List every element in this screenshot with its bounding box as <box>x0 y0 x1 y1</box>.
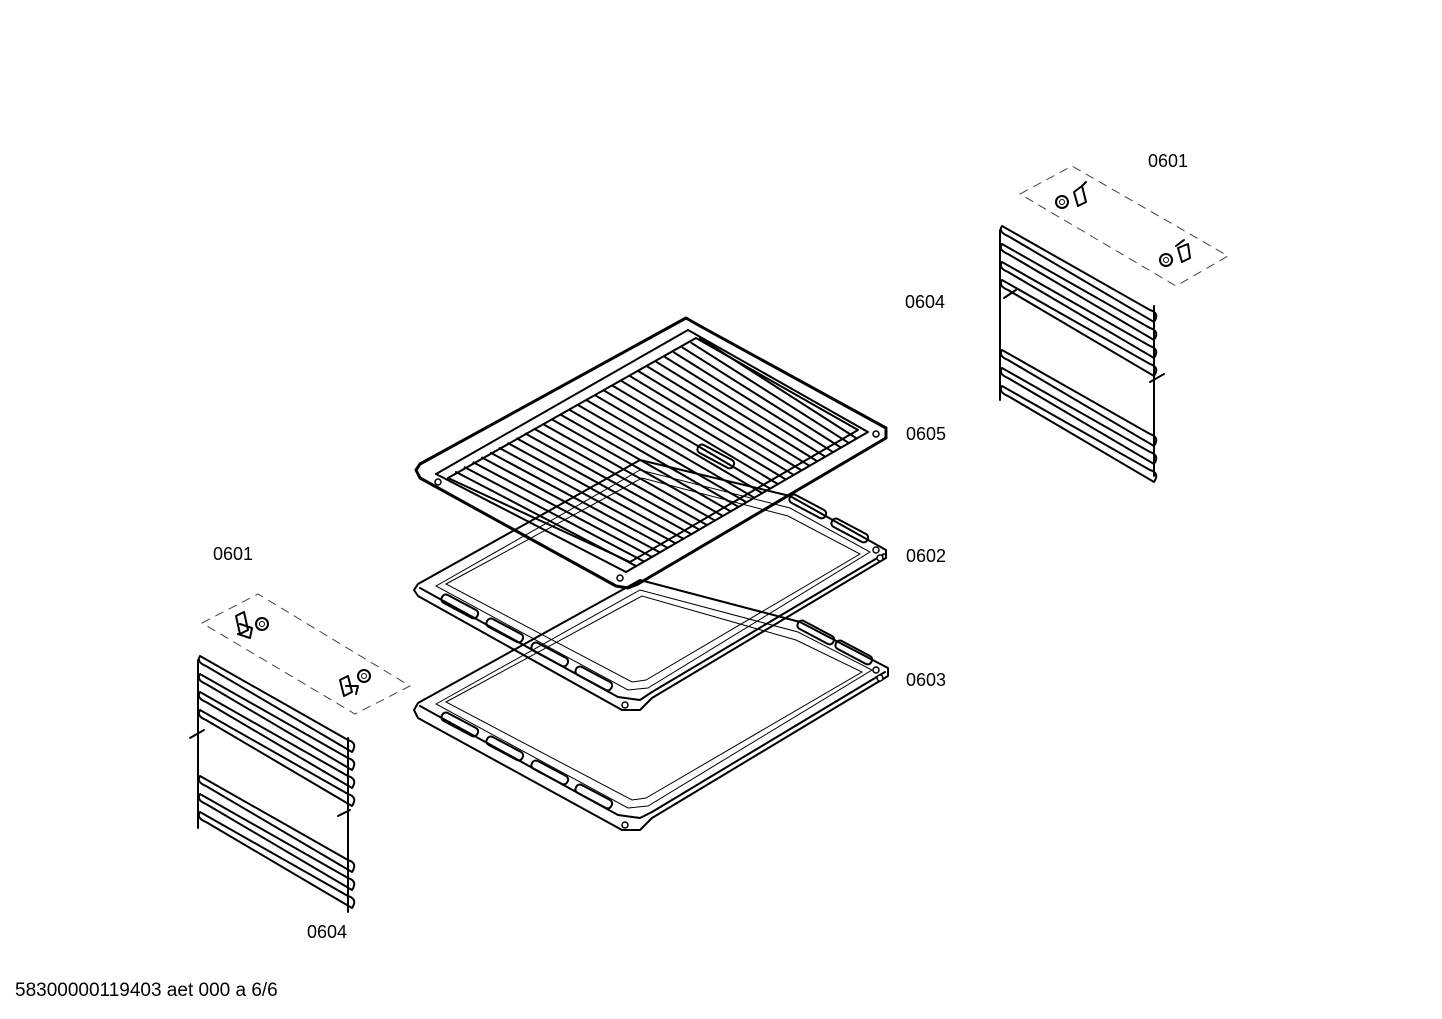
rack-bar <box>594 394 763 494</box>
rack-bar <box>481 456 661 554</box>
rack-bar <box>629 375 795 476</box>
rack-bar <box>568 408 740 508</box>
right-shelf-rail <box>999 225 1165 483</box>
rail-wire <box>999 225 1158 323</box>
left-accessory-kit <box>200 593 412 715</box>
rack-bar <box>577 404 747 503</box>
callout-baking-tray: 0602 <box>906 546 947 566</box>
rack-bar <box>533 427 708 526</box>
wire-rack-bars <box>455 337 857 567</box>
rack-bar <box>664 356 826 458</box>
rack-bar <box>638 370 802 471</box>
rail-wire <box>197 691 356 789</box>
rail-wire <box>197 793 356 891</box>
deep-pan-slots <box>440 619 874 810</box>
rack-bar <box>542 423 716 522</box>
right-clip-icon-2 <box>1175 239 1191 263</box>
right-clip-icon <box>1073 181 1087 207</box>
rack-bar <box>455 471 637 567</box>
rail-wire <box>197 811 356 909</box>
rack-bar <box>463 466 645 563</box>
callout-wire-rack: 0605 <box>906 424 947 444</box>
rail-wire <box>999 261 1158 359</box>
rack-bar <box>646 365 810 467</box>
rack-bar <box>611 384 779 485</box>
callout-deep-pan: 0603 <box>906 670 947 690</box>
rack-bar <box>603 389 771 490</box>
callout-right-accessory-kit: 0601 <box>1148 151 1189 171</box>
rack-bar <box>516 437 692 535</box>
rack-bar <box>489 451 669 549</box>
rack-bar <box>620 380 787 481</box>
rack-bar <box>585 399 755 499</box>
deep-pan <box>413 579 889 831</box>
rack-bar <box>655 360 818 462</box>
rail-wire <box>197 775 356 873</box>
document-id: 58300000119403 aet 000 a 6/6 <box>15 980 278 1001</box>
rack-bar <box>524 432 700 531</box>
rack-bar <box>559 413 732 513</box>
rail-wire <box>197 673 356 771</box>
rail-wire <box>999 385 1158 483</box>
left-clip-icon <box>235 611 253 639</box>
callout-right-rail: 0604 <box>905 292 946 312</box>
rail-wire <box>999 349 1158 447</box>
rack-bar <box>699 337 857 439</box>
callout-left-rail: 0604 <box>307 922 348 942</box>
right-accessory-kit <box>1018 165 1230 287</box>
rack-bar <box>672 351 834 453</box>
callout-left-accessory-kit: 0601 <box>213 544 254 564</box>
left-clip-icon-2 <box>339 675 359 697</box>
rack-bar <box>507 442 685 540</box>
rail-wire <box>197 655 356 753</box>
rail-wire <box>999 367 1158 465</box>
rack-bar <box>472 461 653 558</box>
rack-bar <box>550 418 724 517</box>
rail-wire <box>999 279 1158 377</box>
wire-rack <box>414 316 888 590</box>
left-shelf-rail <box>189 655 356 913</box>
rack-bar <box>498 447 677 545</box>
rack-bar <box>690 341 850 444</box>
rail-wire <box>197 709 356 807</box>
rack-bar <box>681 346 842 449</box>
rail-wire <box>999 243 1158 341</box>
